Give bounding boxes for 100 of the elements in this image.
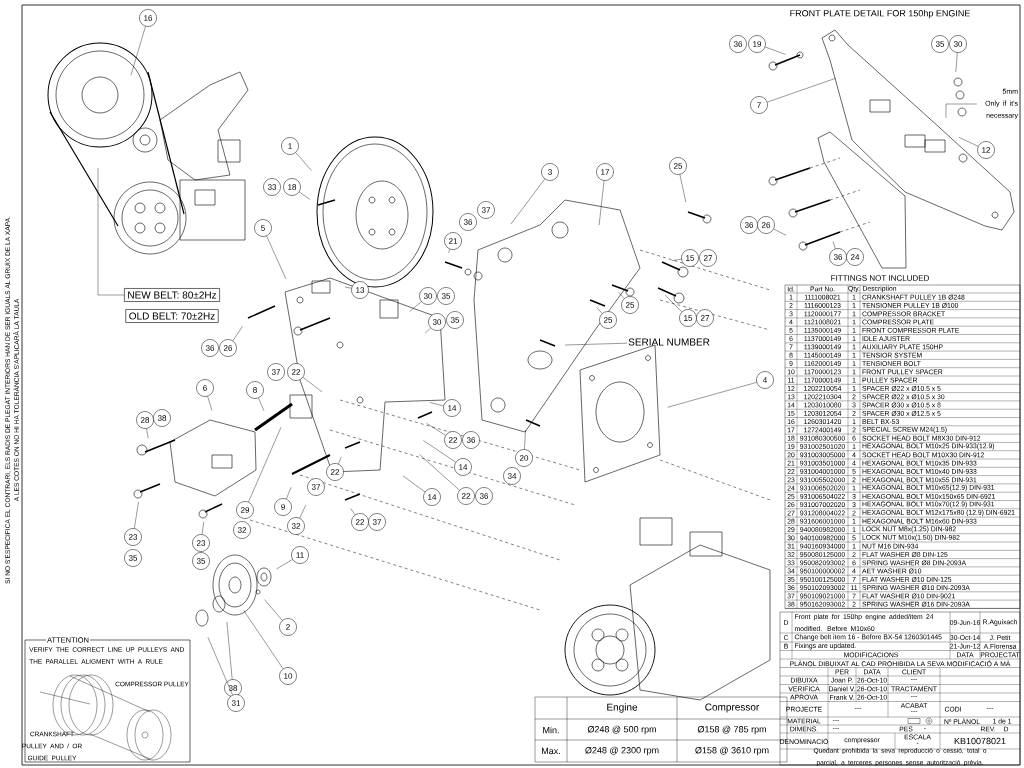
leader-line (146, 428, 149, 439)
callout-number: 14 (423, 488, 441, 506)
leader-line (598, 180, 605, 226)
callout-number: 15 (679, 309, 697, 327)
leader-line (524, 429, 526, 450)
leader-line (679, 174, 687, 203)
drawing-number: KB10078021 (954, 737, 1006, 745)
serial-number-text: SERIAL NUMBER (628, 338, 710, 346)
callout-number: 22 (444, 431, 462, 449)
callout-number: 31 (227, 694, 245, 712)
table-title: FITTINGS NOT INCLUDED (831, 275, 929, 281)
callout-number: 35 (446, 311, 464, 329)
leader-line (130, 26, 146, 76)
callout-number: 10 (279, 667, 297, 685)
belt-frequency-box: NEW BELT: 80±2Hz (124, 288, 220, 302)
leader-line (426, 423, 446, 436)
row-header: Max. (542, 747, 560, 755)
column-header: Compressor (705, 703, 760, 713)
callout-number: 30 (419, 287, 437, 305)
leader-line (258, 397, 265, 411)
leader-line (344, 286, 352, 289)
callout-number: 26 (757, 216, 775, 234)
callout-number: 17 (596, 163, 614, 181)
leader-line (302, 377, 323, 393)
leader-line (958, 137, 979, 147)
callout-number: 33 (263, 178, 281, 196)
speed-value: Ø248 @ 500 rpm (587, 725, 656, 735)
leader-line (510, 178, 545, 225)
leader-line (945, 103, 978, 119)
leader-line (350, 508, 356, 515)
callout-number: 35 (124, 549, 142, 567)
leader-line (409, 301, 422, 312)
leader-line (286, 487, 292, 500)
callout-number: 36 (829, 248, 847, 266)
callout-number: 1 (281, 137, 299, 155)
callout-number: 19 (748, 35, 766, 53)
callout-number: 18 (283, 178, 301, 196)
leader-line (232, 326, 243, 341)
callout-number: 30 (949, 35, 967, 53)
callout-number: 13 (351, 281, 369, 299)
callout-number: 34 (503, 467, 521, 485)
callout-number: 16 (139, 9, 157, 27)
callout-number: 36 (740, 216, 758, 234)
callout-number: 6 (196, 379, 214, 397)
callout-number: 32 (287, 517, 305, 535)
callout-number: 5 (254, 219, 272, 237)
callout-number: 28 (136, 411, 154, 429)
callout-number: 9 (274, 498, 292, 516)
callout-number: 29 (236, 501, 254, 519)
callout-number: 37 (477, 201, 495, 219)
callout-number: 20 (515, 449, 533, 467)
leader-line (765, 46, 786, 55)
callout-number: 25 (599, 311, 617, 329)
callout-number: 12 (977, 141, 995, 159)
callout-number: 26 (219, 339, 237, 357)
leader-line (618, 292, 625, 299)
callout-number: 21 (444, 232, 462, 250)
leader-line (423, 440, 456, 463)
leader-line (266, 235, 287, 280)
callout-number: 3 (541, 163, 559, 181)
leader-line (429, 402, 444, 407)
speed-value: Ø158 @ 3610 rpm (695, 746, 769, 756)
leader-line (402, 475, 426, 493)
leader-line (564, 343, 628, 346)
callout-number: 36 (201, 339, 219, 357)
callout-number: 22 (457, 487, 475, 505)
leader-line (419, 454, 460, 491)
callout-number: 27 (699, 249, 717, 267)
callout-number: 36 (475, 487, 493, 505)
callout-number: 35 (437, 287, 455, 305)
leader-line (671, 259, 682, 261)
leader-line (207, 637, 233, 696)
callout-number: 35 (931, 35, 949, 53)
callout-number: 24 (846, 248, 864, 266)
callout-number: 22 (351, 513, 369, 531)
callout-number: 30 (428, 313, 446, 331)
belt-frequency-box: OLD BELT: 70±2Hz (125, 309, 219, 323)
leader-line (773, 228, 787, 236)
leader-line (201, 521, 204, 535)
leader-line (955, 52, 958, 73)
callout-number: 23 (124, 528, 142, 546)
callout-number: 38 (153, 409, 171, 427)
callout-number: 36 (729, 35, 747, 53)
callout-number: 25 (621, 296, 639, 314)
leader-line (767, 78, 836, 103)
callout-number: 36 (459, 213, 477, 231)
callout-number: 35 (192, 552, 210, 570)
drawing-title: FRONT PLATE DETAIL FOR 150hp ENGINE (790, 9, 970, 19)
callout-number: 7 (750, 96, 768, 114)
callout-number: 22 (326, 463, 344, 481)
callout-number: 15 (681, 249, 699, 267)
callout-number: 11 (291, 546, 309, 564)
leader-line (248, 427, 282, 503)
callout-number: 22 (287, 363, 305, 381)
leader-line (299, 191, 310, 200)
speed-value: Ø248 @ 2300 rpm (585, 746, 659, 756)
callout-number: 32 (233, 521, 251, 539)
callout-number: 37 (267, 363, 285, 381)
leader-line (276, 559, 293, 570)
leader-line (134, 501, 139, 529)
